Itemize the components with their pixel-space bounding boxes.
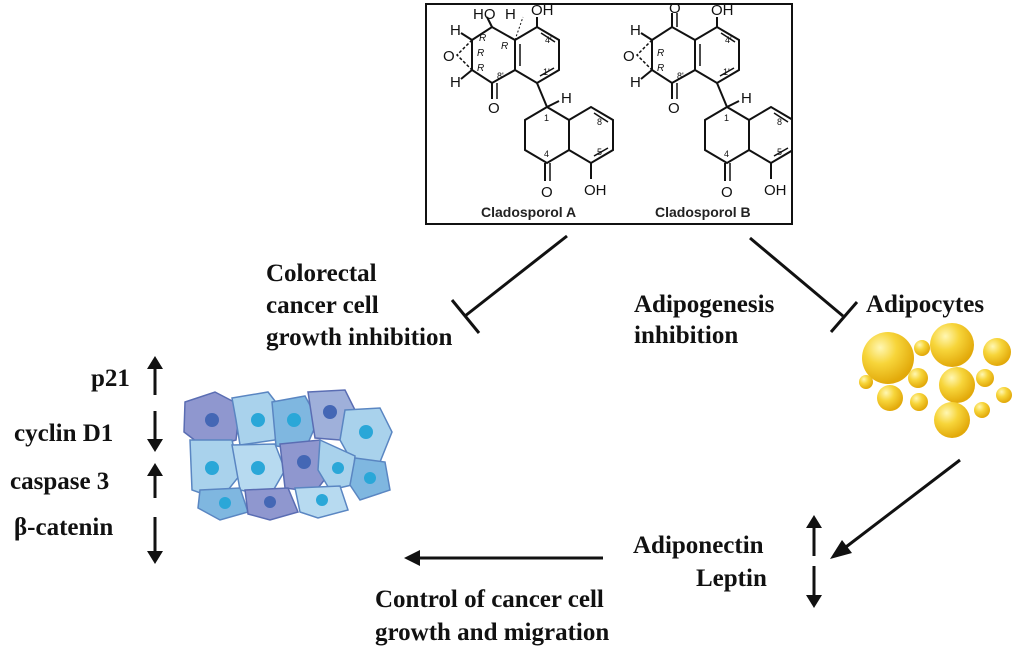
svg-text:5: 5 (777, 147, 782, 157)
marker-beta-catenin: β-catenin (14, 514, 114, 541)
caspase-3-up-arrow (147, 463, 163, 498)
arrowhead (404, 550, 420, 566)
svg-text:O: O (669, 5, 681, 17)
inhibit-colorectal-bar (450, 299, 481, 334)
leptin-label: Leptin (696, 565, 767, 592)
svg-text:O: O (488, 100, 500, 117)
adiponectin-label: Adiponectin (633, 532, 764, 559)
svg-text:H: H (450, 74, 461, 91)
svg-text:O: O (721, 184, 733, 201)
svg-text:8: 8 (777, 117, 782, 127)
adipogenesis-label-line1: Adipogenesis (634, 291, 775, 318)
svg-text:4': 4' (725, 35, 732, 45)
cladosporol-structures: HO H OH H O H O H O OH R R R R 4' 1' 8' … (443, 0, 794, 201)
cladosporol-b-structure: O OH H O H O H O OH R R 4' 1' 8' 1 4 5 8 (623, 0, 794, 201)
svg-text:4: 4 (544, 149, 549, 159)
svg-text:OH: OH (531, 5, 554, 19)
svg-text:H: H (630, 74, 641, 91)
svg-text:R: R (657, 48, 664, 59)
colorectal-label-line2: cancer cell (266, 292, 379, 319)
marker-p21: p21 (91, 365, 130, 392)
svg-text:1: 1 (724, 113, 729, 123)
svg-text:R: R (477, 63, 484, 74)
svg-text:O: O (443, 48, 455, 65)
cladosporol-a-structure: HO H OH H O H O H O OH R R R R 4' 1' 8' … (443, 2, 614, 201)
svg-text:OH: OH (584, 182, 607, 199)
adipocytes-label: Adipocytes (866, 291, 985, 318)
arrowhead (830, 540, 852, 559)
svg-text:8': 8' (497, 71, 504, 81)
inhibit-adipogenesis-bar (829, 301, 859, 333)
svg-text:4': 4' (545, 35, 552, 45)
inhibit-adipogenesis-line (749, 236, 844, 318)
svg-text:8': 8' (677, 71, 684, 81)
svg-text:8: 8 (597, 117, 602, 127)
outcome-label-line1: Control of cancer cell (375, 586, 604, 613)
adipocytes-illustration (859, 323, 1012, 438)
cladosporol-b-label: Cladosporol B (655, 204, 751, 220)
colorectal-label-line1: Colorectal (266, 260, 377, 287)
svg-text:1': 1' (543, 67, 550, 77)
cancer-cells-illustration (183, 389, 393, 521)
svg-text:H: H (450, 22, 461, 39)
chemical-structures-panel: HO H OH H O H O H O OH R R R R 4' 1' 8' … (425, 0, 794, 225)
cyclin-d1-down-arrow (147, 411, 163, 452)
p21-up-arrow (147, 356, 163, 395)
svg-text:O: O (668, 100, 680, 117)
svg-text:OH: OH (711, 5, 734, 19)
svg-text:OH: OH (764, 182, 787, 199)
beta-catenin-down-arrow (147, 517, 163, 564)
outcome-label-line2: growth and migration (375, 619, 610, 646)
svg-text:4: 4 (724, 149, 729, 159)
svg-text:O: O (623, 48, 635, 65)
adipogenesis-label-line2: inhibition (634, 322, 739, 349)
cladosporol-a-label: Cladosporol A (481, 204, 577, 220)
svg-text:5: 5 (597, 147, 602, 157)
svg-text:O: O (541, 184, 553, 201)
marker-caspase-3: caspase 3 (10, 468, 110, 495)
leptin-down-arrow (806, 566, 822, 608)
colorectal-label-line3: growth inhibition (266, 324, 453, 351)
marker-cyclin-d1: cyclin D1 (14, 420, 114, 447)
svg-text:H: H (561, 90, 572, 107)
svg-text:R: R (657, 63, 664, 74)
svg-text:HO: HO (473, 6, 496, 23)
svg-text:H: H (741, 90, 752, 107)
svg-text:R: R (479, 33, 486, 44)
adiponectin-up-arrow (806, 515, 822, 556)
svg-text:1': 1' (723, 67, 730, 77)
svg-text:1: 1 (544, 113, 549, 123)
adipocytes-to-adipokines-arrow (841, 458, 961, 552)
svg-text:H: H (630, 22, 641, 39)
svg-text:R: R (477, 48, 484, 59)
svg-text:H: H (505, 6, 516, 23)
inhibit-colorectal-line (464, 234, 568, 318)
svg-text:R: R (501, 41, 508, 52)
